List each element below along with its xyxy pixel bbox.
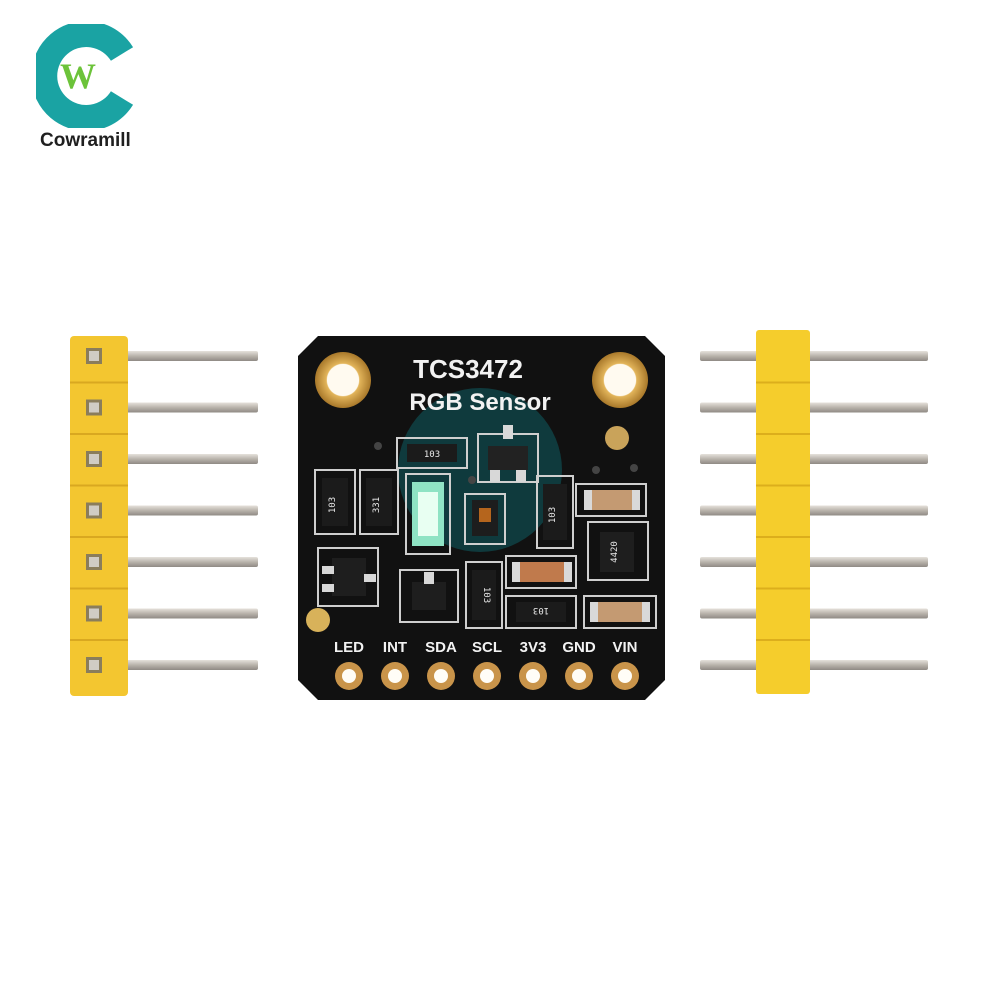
left-header-pin-tip — [89, 660, 99, 670]
component-resistor-right: 103 — [536, 475, 574, 549]
left-pin-header — [70, 336, 258, 696]
left-header-pin-tip — [89, 557, 99, 567]
component-resistor-left: 103 — [314, 469, 356, 535]
pin-pad-hole — [618, 669, 632, 683]
left-header-pin-tip — [89, 505, 99, 516]
pin-pad-hole — [526, 669, 540, 683]
pin-pad-hole — [480, 669, 494, 683]
left-header-pin — [120, 351, 258, 361]
right-header-pin-right — [806, 660, 928, 670]
svg-text:331: 331 — [372, 497, 382, 513]
pin-label: SDA — [425, 639, 457, 656]
right-header-pin-right — [806, 454, 928, 464]
svg-text:103: 103 — [481, 587, 491, 603]
sensor-board: TCS3472 RGB Sensor 103 103 331 — [298, 336, 665, 700]
component-resistor-top: 103 — [396, 437, 468, 469]
right-header-pin-right — [806, 351, 928, 361]
right-header-pin-left — [700, 402, 760, 413]
left-header-pin — [120, 505, 258, 516]
component-resistor-331: 331 — [359, 469, 399, 535]
test-pad-left — [306, 608, 330, 632]
right-header-pin-left — [700, 660, 760, 670]
pin-label: INT — [383, 639, 407, 656]
right-pin-header — [700, 330, 928, 694]
svg-text:4420: 4420 — [610, 541, 620, 563]
left-header-pin — [120, 608, 258, 619]
svg-text:103: 103 — [548, 507, 558, 523]
component-resistor-bottom-b: 103 — [505, 595, 577, 629]
component-transistor-top — [477, 425, 539, 483]
pin-row: LED INT SDA SCL 3V3 GND VIN — [334, 639, 639, 690]
pin-label: LED — [334, 639, 364, 656]
right-header-pin-right — [806, 505, 928, 516]
component-capacitor-top-right — [575, 483, 647, 517]
brand-logo: W Cowramill — [24, 18, 164, 158]
svg-text:103: 103 — [533, 605, 549, 615]
left-header-pin — [120, 660, 258, 670]
brand-mark-letter: W — [60, 56, 96, 96]
right-header-housing — [756, 330, 810, 694]
svg-text:103: 103 — [328, 497, 338, 513]
pin-pad-hole — [434, 669, 448, 683]
component-regulator: 4420 — [587, 521, 649, 581]
right-header-pin-right — [806, 557, 928, 567]
component-white-led — [405, 473, 451, 555]
test-pad-right — [605, 426, 629, 450]
pin-pad-hole — [342, 669, 356, 683]
pin-pad-hole — [572, 669, 586, 683]
right-header-pin-right — [806, 402, 928, 413]
pin-pad-hole — [388, 669, 402, 683]
left-header-pin-tip — [89, 351, 99, 361]
board-subtitle: RGB Sensor — [409, 389, 550, 416]
component-capacitor-bottom-right — [583, 595, 657, 629]
pin-label: 3V3 — [520, 639, 547, 656]
pin-label: GND — [562, 639, 596, 656]
component-transistor-mid — [399, 569, 459, 623]
component-capacitor-mid — [505, 555, 577, 589]
right-header-pin-left — [700, 351, 760, 361]
board-title: TCS3472 — [413, 354, 523, 384]
left-header-pin-tip — [89, 608, 99, 619]
component-transistor-left — [317, 547, 379, 607]
pin-label: SCL — [472, 639, 502, 656]
left-header-pin-tip — [89, 454, 99, 464]
right-header-pin-left — [700, 454, 760, 464]
right-header-pin-right — [806, 608, 928, 619]
brand-mark-icon: W — [36, 24, 134, 128]
component-color-sensor-chip — [464, 493, 506, 545]
component-resistor-bottom-a: 103 — [465, 561, 503, 629]
pin-label: VIN — [612, 639, 637, 656]
brand-name: Cowramill — [40, 130, 131, 151]
left-header-pin — [120, 402, 258, 413]
left-header-pin — [120, 454, 258, 464]
right-header-pin-left — [700, 557, 760, 567]
left-header-pin — [120, 557, 258, 567]
right-header-pin-left — [700, 608, 760, 619]
left-header-pin-tip — [89, 402, 99, 413]
svg-text:103: 103 — [424, 450, 440, 460]
right-header-pin-left — [700, 505, 760, 516]
